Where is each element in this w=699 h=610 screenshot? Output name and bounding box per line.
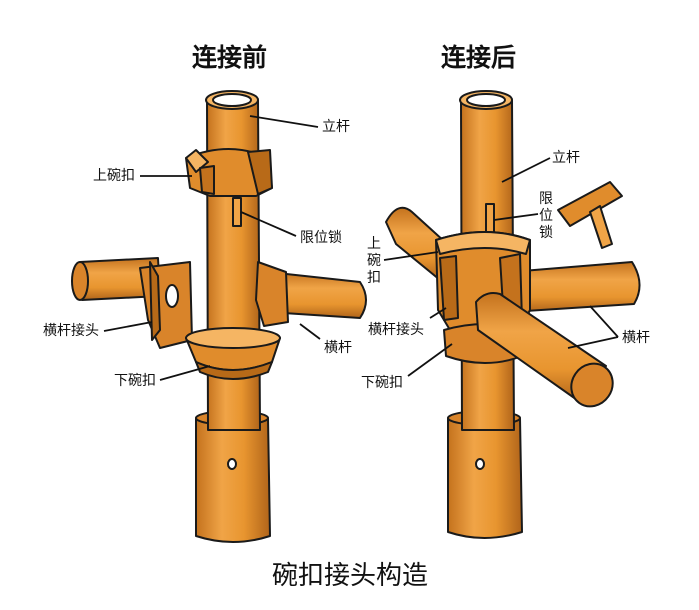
before-ledger-right bbox=[255, 261, 367, 327]
figure-caption: 碗扣接头构造 bbox=[272, 561, 429, 591]
leader-lines bbox=[103, 115, 619, 381]
label-before-upper-bowl: 上碗扣 bbox=[93, 168, 135, 184]
after-ledger-front bbox=[475, 292, 614, 408]
leader-after-ledger-a bbox=[589, 305, 619, 338]
after-ledger-back-right bbox=[509, 261, 641, 313]
label-after-upper-bowl: 上碗扣 bbox=[367, 236, 381, 286]
label-before-lower-bowl: 下碗扣 bbox=[114, 373, 156, 389]
label-after-ledger: 横杆 bbox=[622, 330, 650, 346]
label-after-limit-lock: 限位锁 bbox=[539, 191, 553, 241]
label-before-upright: 立杆 bbox=[322, 119, 350, 135]
before-ledger-left bbox=[71, 257, 193, 349]
leader-after-limit-lock bbox=[493, 213, 539, 221]
leader-after-lower-bowl bbox=[407, 343, 453, 377]
leader-after-upright bbox=[501, 157, 551, 183]
label-before-ledger: 横杆 bbox=[324, 340, 352, 356]
before-lower-bowl bbox=[185, 327, 281, 380]
label-after-lower-bowl: 下碗扣 bbox=[361, 375, 403, 391]
hammer-icon bbox=[557, 181, 623, 249]
leader-after-upper-bowl bbox=[383, 251, 439, 261]
after-assembly bbox=[385, 90, 641, 539]
before-assembly bbox=[71, 90, 367, 543]
label-after-upright: 立杆 bbox=[552, 150, 580, 166]
title-after: 连接后 bbox=[441, 43, 517, 72]
label-before-ledger-joint: 横杆接头 bbox=[43, 323, 99, 339]
before-limit-lock-pin bbox=[232, 197, 242, 227]
leader-before-ledger-joint bbox=[103, 321, 153, 332]
before-upper-bowl bbox=[185, 148, 273, 197]
leader-after-ledger-b bbox=[567, 336, 619, 349]
label-before-limit-lock: 限位锁 bbox=[300, 230, 342, 246]
label-after-ledger-joint: 横杆接头 bbox=[368, 322, 424, 338]
title-before: 连接前 bbox=[192, 43, 268, 72]
leader-before-lower-bowl bbox=[159, 365, 211, 381]
leader-before-ledger bbox=[299, 323, 321, 340]
leader-before-upright bbox=[249, 115, 319, 128]
leader-before-limit-lock bbox=[240, 211, 297, 237]
leader-after-ledger-joint bbox=[429, 307, 447, 319]
